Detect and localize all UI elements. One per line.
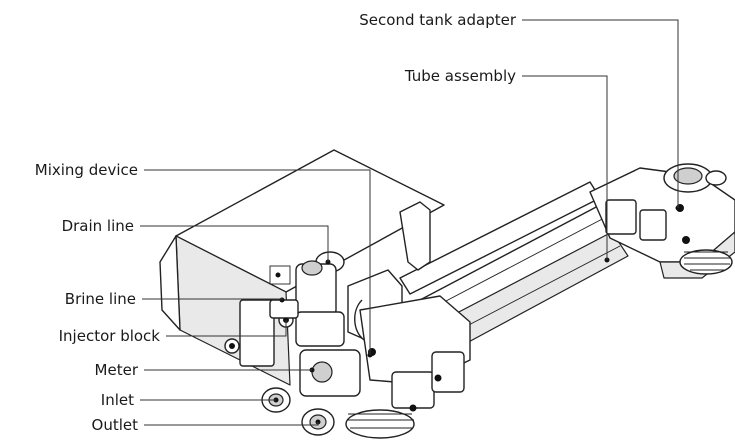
label-mixing-device: Mixing device <box>35 161 138 179</box>
valve-housing-part <box>159 149 445 386</box>
label-meter: Meter <box>95 361 139 379</box>
leader-drain-line <box>140 225 329 262</box>
callout-labels: Second tank adapter Tube assembly Mixing… <box>35 11 517 434</box>
leader-tube-assembly <box>522 75 608 260</box>
label-drain-line: Drain line <box>62 217 134 235</box>
leader-injector-block <box>166 320 287 337</box>
label-tube-assembly: Tube assembly <box>404 67 516 85</box>
label-injector-block: Injector block <box>59 327 161 345</box>
second-tank-adapter-part <box>589 163 735 279</box>
leader-mixing-device <box>144 169 371 355</box>
leader-brine-line <box>142 298 283 300</box>
leader-lines <box>140 19 679 426</box>
label-inlet: Inlet <box>101 391 134 409</box>
leader-outlet <box>144 422 319 426</box>
label-outlet: Outlet <box>92 416 139 434</box>
leader-second-tank-adapter <box>522 19 679 208</box>
valve-assembly-illustration <box>159 149 735 439</box>
label-brine-line: Brine line <box>65 290 136 308</box>
label-second-tank-adapter: Second tank adapter <box>359 11 517 29</box>
